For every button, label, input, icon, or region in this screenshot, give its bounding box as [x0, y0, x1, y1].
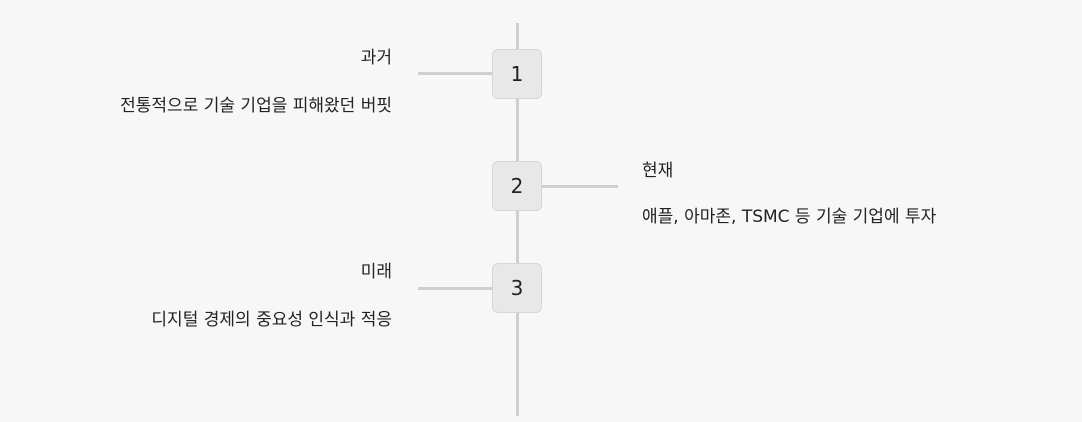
node-number: 3 — [510, 276, 524, 300]
event-2-description: 애플, 아마존, TSMC 등 기술 기업에 투자 — [642, 207, 937, 227]
node-number: 2 — [510, 174, 524, 198]
event-3-description: 디지털 경제의 중요성 인식과 적응 — [151, 310, 392, 330]
timeline-node-3: 3 — [492, 263, 542, 313]
event-1-description: 전통적으로 기술 기업을 피해왔던 버핏 — [120, 96, 392, 116]
event-2-title: 현재 — [642, 161, 674, 181]
timeline-node-2: 2 — [492, 161, 542, 211]
timeline-axis — [516, 23, 519, 416]
connector-event-3 — [418, 287, 494, 290]
timeline-node-1: 1 — [492, 49, 542, 99]
connector-event-1 — [418, 72, 494, 75]
connector-event-2 — [540, 185, 618, 188]
event-1-title: 과거 — [360, 48, 392, 68]
event-3-title: 미래 — [360, 262, 392, 282]
node-number: 1 — [510, 62, 524, 86]
